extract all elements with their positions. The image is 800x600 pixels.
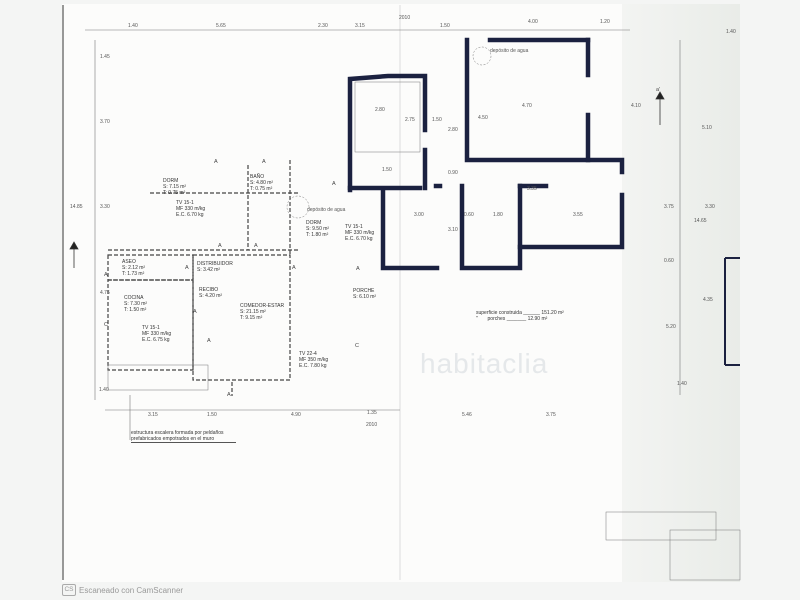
section-marker: A — [193, 309, 197, 315]
dimension: 1.50 — [382, 167, 392, 173]
water-tank-circle — [286, 195, 310, 219]
water-tank-label: depósito de agua — [307, 207, 346, 213]
dimension: 1.20 — [600, 19, 610, 25]
section-marker: A — [104, 272, 108, 278]
dimension: 3.15 — [355, 23, 365, 29]
dimension: 4.10 — [631, 103, 641, 109]
dimension: 3.30 — [100, 204, 110, 210]
stairs — [107, 46, 741, 581]
dimension: 5.65 — [216, 23, 226, 29]
footer: CS Escaneado con CamScanner — [62, 584, 183, 596]
camscanner-logo-icon: CS — [62, 584, 76, 596]
section-marker: A — [262, 159, 266, 165]
dimension: 3.35 — [527, 186, 537, 192]
dimension: 14.65 — [694, 218, 707, 224]
dimension: 2.30 — [318, 23, 328, 29]
stair-note: estructura escalera formada por peldaños… — [131, 430, 236, 443]
dimension: 1.40 — [677, 381, 687, 387]
dimension: 5.10 — [702, 125, 712, 131]
surface-summary: superficie construida ______ 151.20 m² "… — [476, 310, 564, 322]
dimension: 3.75 — [664, 204, 674, 210]
dimension: 5.46 — [462, 412, 472, 418]
dimension: 3.10 — [448, 227, 458, 233]
water-tank-label: depósito de agua — [490, 48, 529, 54]
dimension: 1.40 — [128, 23, 138, 29]
section-marker: A — [356, 266, 360, 272]
watermark: habitaclia — [420, 348, 549, 379]
section-markers — [69, 91, 665, 268]
dimension: 5.20 — [666, 324, 676, 330]
dimension: 3.55 — [573, 212, 583, 218]
dimension: 1.40 — [99, 387, 109, 393]
dimension: 3.30 — [705, 204, 715, 210]
dimension: 2010 — [399, 15, 411, 21]
section-marker: A — [207, 338, 211, 344]
dimension: 0.60 — [464, 212, 474, 218]
dimension: 0.90 — [448, 170, 458, 176]
dimension: 0.60 — [664, 258, 674, 264]
dimension: 4.00 — [528, 19, 538, 25]
section-marker: A — [218, 243, 222, 249]
grid-marker: C — [104, 322, 108, 328]
section-cut-label: a' — [656, 87, 661, 93]
dimension: 4.90 — [291, 412, 301, 418]
dimension-lines — [85, 29, 681, 440]
dimension: 4.50 — [478, 115, 488, 121]
dimension: 2.80 — [375, 107, 385, 113]
section-marker: A — [227, 392, 231, 398]
solid-walls — [347, 37, 625, 271]
dimension: 3.70 — [100, 119, 110, 125]
dimension: 3.00 — [414, 212, 424, 218]
dimension: 1.35 — [367, 410, 377, 416]
section-marker: A — [214, 159, 218, 165]
dimension: 4.75 — [100, 290, 110, 296]
section-marker: A — [292, 265, 296, 271]
section-marker: A — [254, 243, 258, 249]
dimension: 1.50 — [207, 412, 217, 418]
dimension: 4.70 — [522, 103, 532, 109]
dashed-walls — [107, 160, 300, 396]
dimension: 3.15 — [148, 412, 158, 418]
dimension: 1.45 — [100, 54, 110, 60]
footer-text: Escaneado con CamScanner — [79, 585, 184, 595]
section-marker: A — [185, 265, 189, 271]
dimension: 1.80 — [493, 212, 503, 218]
section-marker: A — [332, 181, 336, 187]
dimension: 4.35 — [703, 297, 713, 303]
dimension: 2.80 — [448, 127, 458, 133]
dimension: 1.40 — [726, 29, 736, 35]
paper-fold — [622, 4, 740, 582]
dimension: 14.85 — [70, 204, 83, 210]
dimension: 2010 — [366, 422, 378, 428]
grid-marker: C — [355, 343, 359, 349]
dimension: 1.50 — [440, 23, 450, 29]
dimension: 2.75 — [405, 117, 415, 123]
dimension: 1.50 — [432, 117, 442, 123]
dimension: 3.75 — [546, 412, 556, 418]
